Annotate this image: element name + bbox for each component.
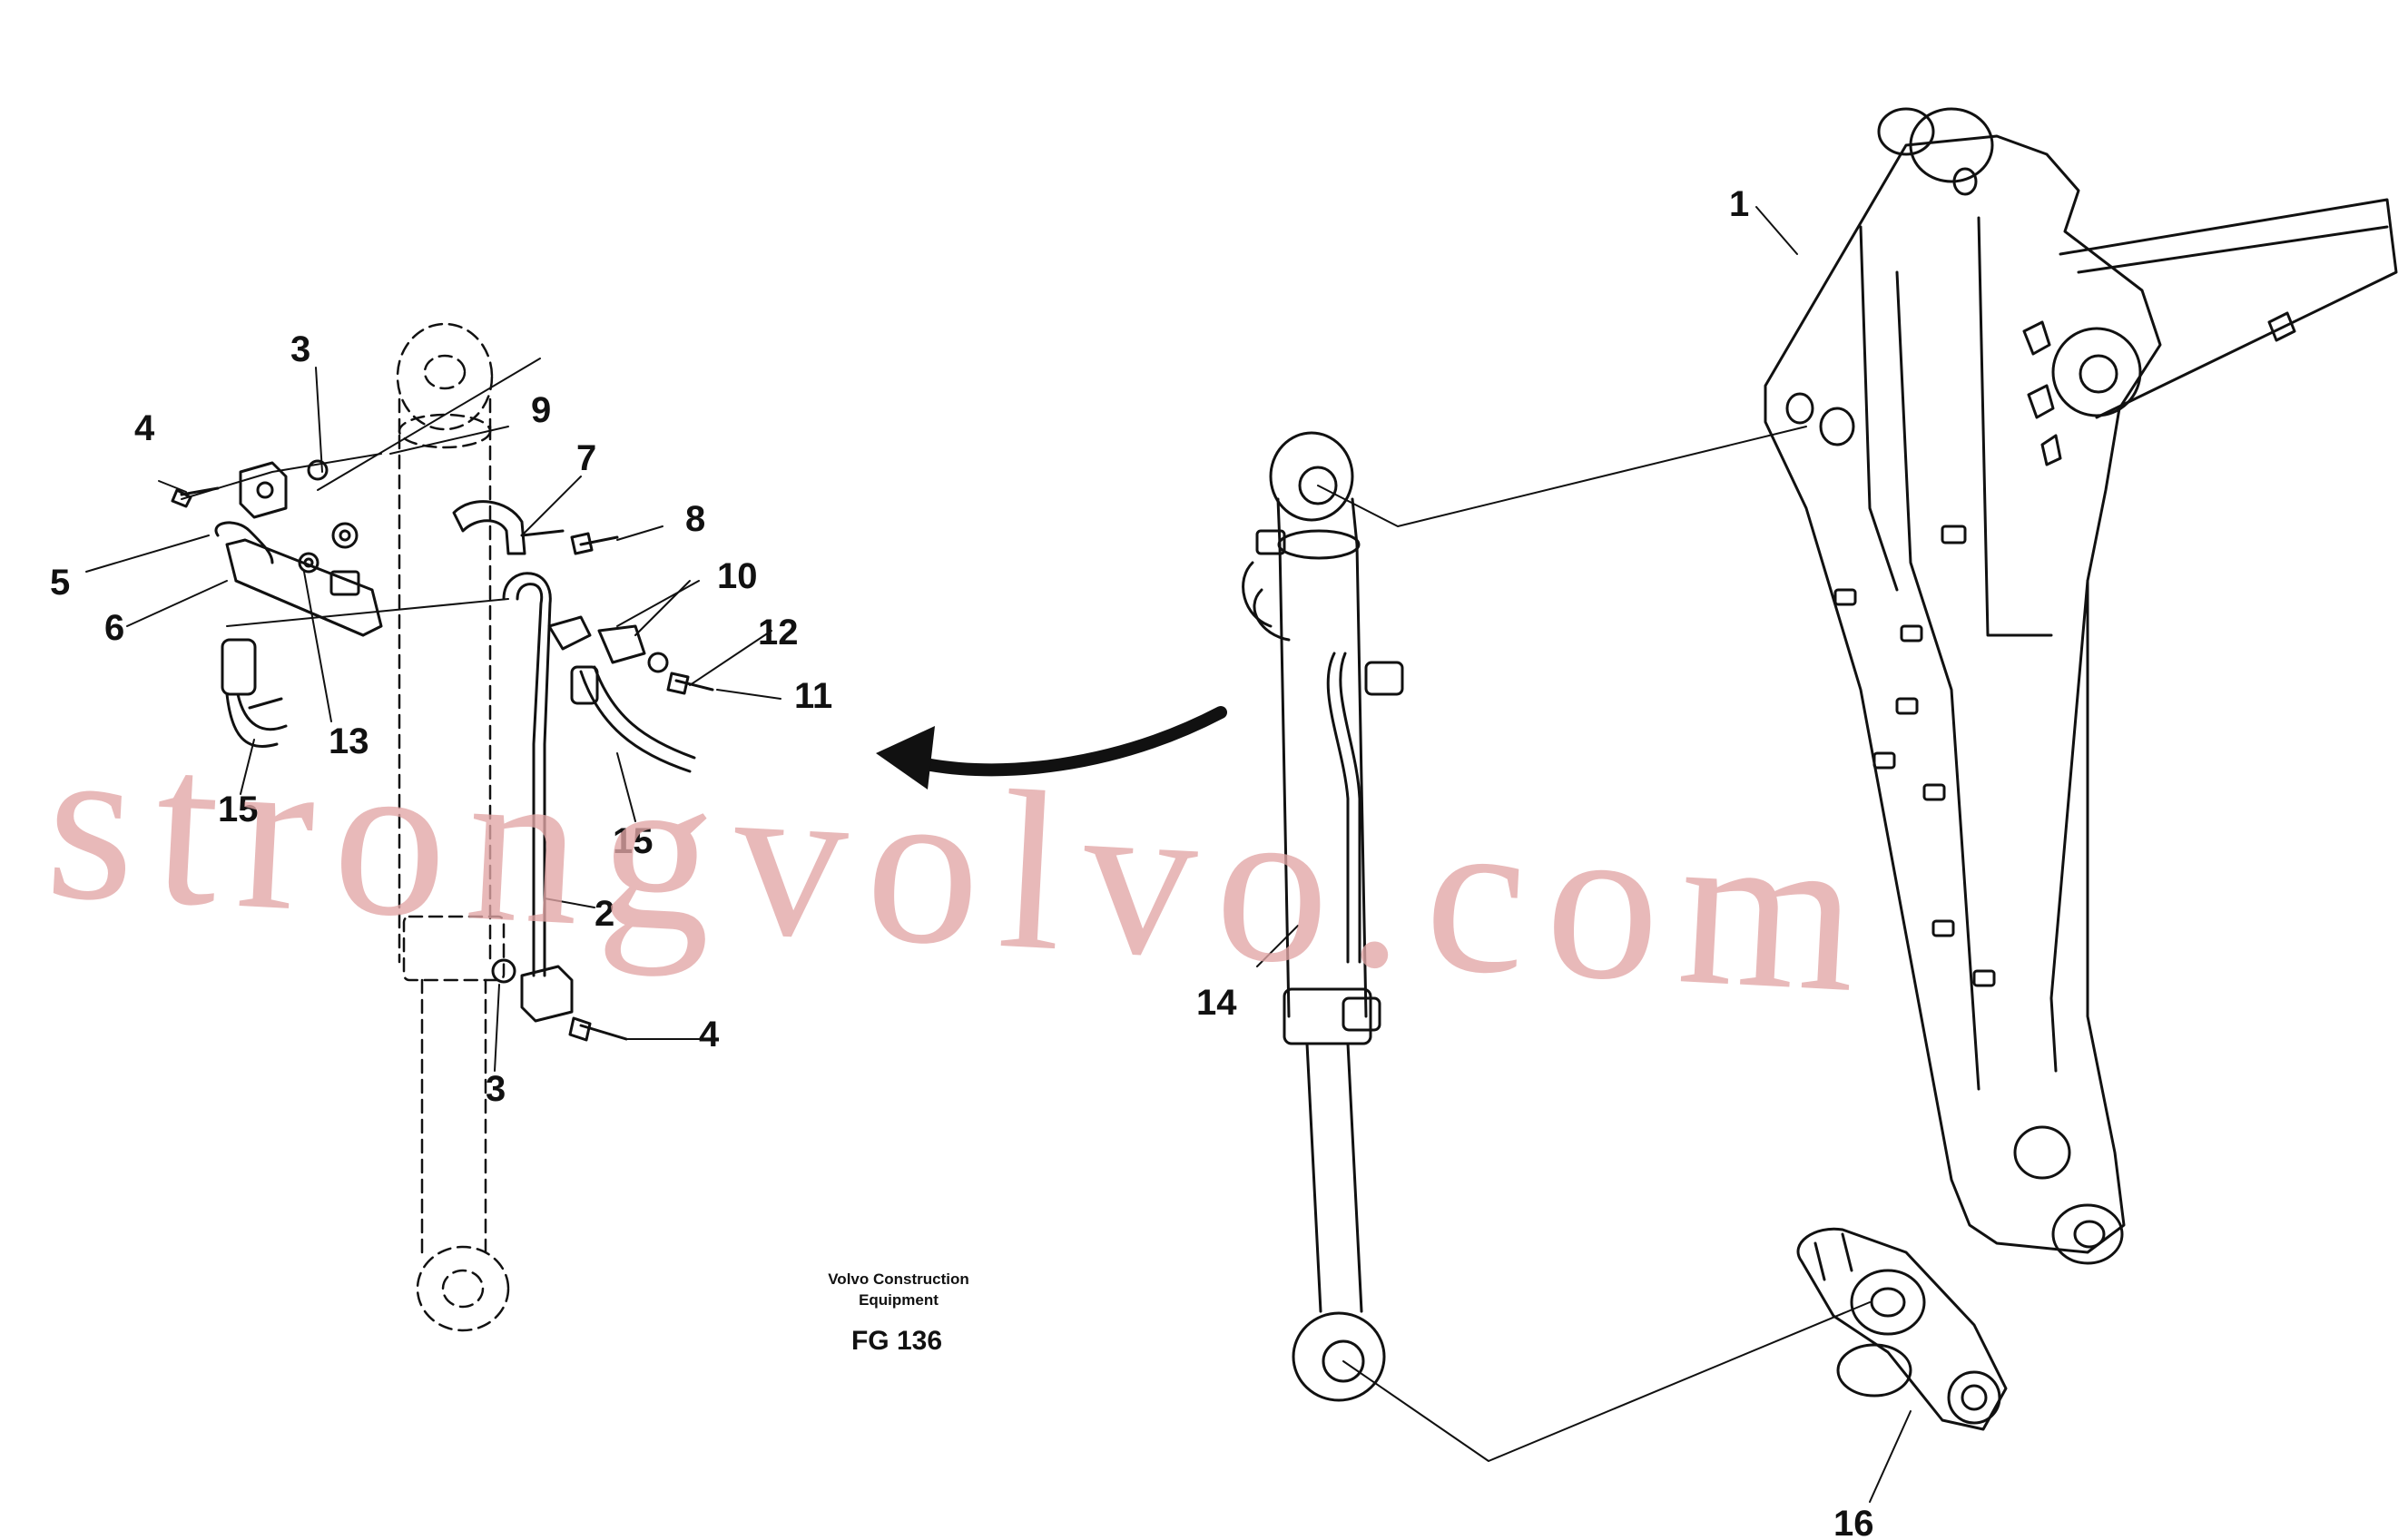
callout-4-top: 4: [134, 408, 155, 448]
link-16: [1796, 1227, 2008, 1431]
callout-14: 14: [1196, 983, 1237, 1023]
callout-3-top: 3: [290, 329, 310, 369]
clamp-7: [452, 500, 565, 555]
callout-3-bottom: 3: [486, 1069, 506, 1109]
clamp-bracket-left: [214, 521, 383, 637]
direction-arrow: [876, 706, 1227, 790]
caption-company-line2: Equipment: [859, 1291, 939, 1309]
callout-11: 11: [794, 676, 832, 716]
callout-5: 5: [50, 563, 70, 603]
callout-7: 7: [576, 438, 596, 478]
caption-company-line1: Volvo Construction: [828, 1270, 969, 1288]
pipe-2: [502, 572, 552, 977]
clamp-block-bottom: [491, 958, 628, 1042]
callout-9: 9: [531, 390, 551, 430]
callout-6: 6: [104, 608, 124, 648]
callout-4-bottom: 4: [699, 1015, 720, 1054]
hose-fitting-right: [547, 615, 714, 773]
boom-arm-1: [1764, 107, 2398, 1265]
hose-fitting-left: [221, 638, 288, 749]
washer-9: [331, 522, 359, 549]
phantom-cylinder: [396, 322, 510, 1332]
callout-13: 13: [329, 721, 369, 761]
figure-caption: Volvo Construction Equipment FG 136: [828, 1270, 969, 1356]
callout-labels: 1 2 3 3 4 4 5 6 7 8 9 10 11 12 13 14 15 …: [50, 184, 1874, 1540]
callout-12: 12: [758, 613, 799, 652]
callout-8: 8: [685, 499, 705, 539]
callout-10: 10: [717, 556, 758, 596]
callout-2: 2: [595, 894, 614, 934]
bolt-8: [570, 532, 619, 555]
callout-15-left: 15: [218, 790, 259, 829]
assembly-lines: [1317, 426, 1871, 1462]
callout-leaders: [85, 206, 1912, 1503]
callout-16: 16: [1833, 1504, 1874, 1540]
caption-figure-number: FG 136: [851, 1326, 942, 1356]
callout-15-right: 15: [613, 821, 654, 861]
cylinder-14: [1242, 431, 1404, 1402]
clamp-block-top: [171, 459, 329, 519]
callout-1: 1: [1729, 184, 1749, 224]
